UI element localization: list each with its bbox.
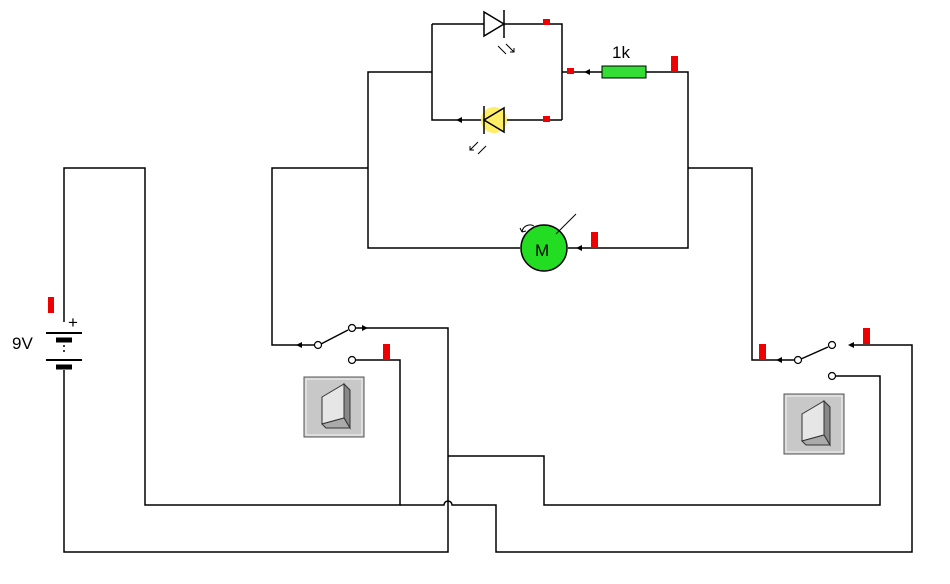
right-switch-right-marker (863, 328, 870, 344)
right-switch-toggle-button[interactable] (783, 393, 845, 455)
resistor: 1k (567, 43, 678, 79)
battery-plus-label: + (68, 313, 78, 332)
wire-left-feed (271, 167, 368, 346)
battery-voltage-label: 9V (12, 334, 33, 353)
motor-label: M (535, 241, 549, 260)
wire-led-to-resistor (562, 71, 689, 168)
wire-cross-over (400, 344, 913, 553)
led-top (483, 10, 550, 55)
resistor-label: 1k (612, 43, 630, 62)
battery-probe-marker (48, 297, 54, 313)
right-switch-left-marker (759, 344, 766, 360)
battery: + 9V (12, 297, 82, 388)
wire-left-switch-bottom (63, 167, 401, 506)
led-bottom-lit (456, 106, 550, 155)
led-bottom-marker (543, 116, 550, 122)
wire-right-feed (688, 167, 794, 361)
wire-led-pair (431, 23, 563, 121)
left-switch-toggle-button[interactable] (303, 376, 365, 438)
right-switch (759, 328, 870, 381)
motor: M (519, 213, 598, 272)
led-glow (481, 107, 507, 133)
resistor-right-marker (671, 56, 678, 72)
wire-upper-left (367, 71, 520, 249)
wires (63, 23, 913, 553)
resistor-left-marker (567, 68, 574, 74)
led-top-marker (543, 19, 550, 25)
motor-marker (591, 232, 598, 248)
wire-cross-lower (448, 375, 881, 506)
left-switch (296, 323, 390, 365)
wire-motor-right (568, 168, 689, 249)
wire-left-switch-top (63, 327, 449, 553)
left-switch-marker (383, 344, 390, 360)
